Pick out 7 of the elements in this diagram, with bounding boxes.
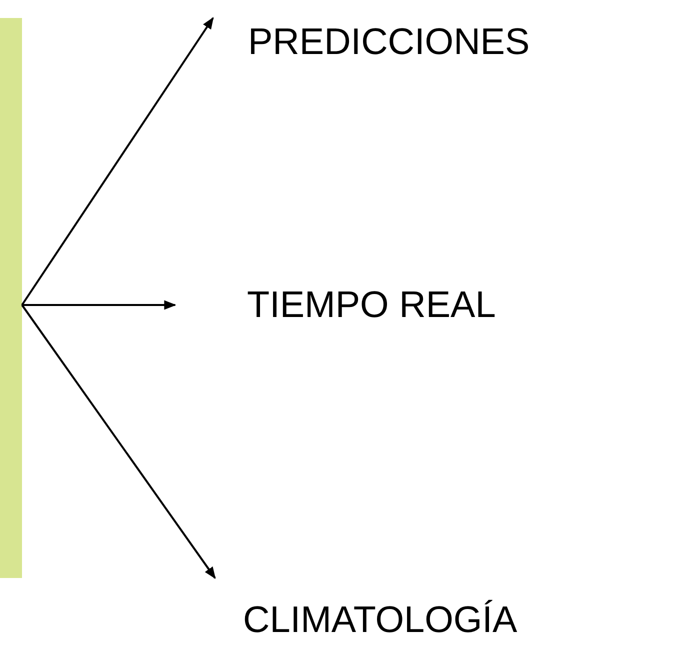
arrow bbox=[21, 17, 214, 306]
category-label: TIEMPO REAL bbox=[247, 285, 496, 326]
vertical-bar bbox=[0, 18, 22, 578]
arrow bbox=[21, 304, 216, 579]
category-label: CLIMATOLOGÍA bbox=[243, 600, 518, 641]
category-label: PREDICCIONES bbox=[248, 22, 530, 63]
arrow bbox=[22, 300, 176, 310]
